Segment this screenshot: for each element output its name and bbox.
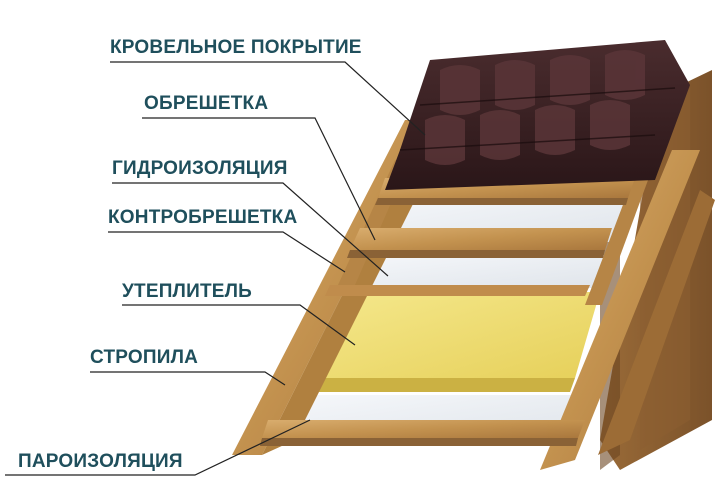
roof-tiles (385, 40, 690, 190)
label-vapor-barrier: ПАРОИЗОЛЯЦИЯ (18, 451, 183, 472)
leader-battens (142, 117, 376, 241)
leader-insulation (122, 304, 356, 346)
insulation-layer (312, 292, 600, 392)
label-rafters: СТРОПИЛА (90, 347, 199, 368)
leader-counter-battens (108, 231, 346, 273)
leader-rafters (90, 371, 286, 386)
label-waterproofing: ГИДРОИЗОЛЯЦИЯ (112, 158, 288, 179)
label-battens: ОБРЕШЕТКА (144, 93, 269, 114)
leader-waterproofing (112, 182, 389, 277)
leader-roofing (110, 61, 426, 136)
leader-lines (5, 61, 426, 476)
label-roofing: КРОВЕЛЬНОЕ ПОКРЫТИЕ (110, 37, 362, 58)
label-counter-battens: КОНТРОБРЕШЕТКА (108, 207, 298, 228)
leader-vapor-barrier (5, 419, 311, 476)
label-insulation: УТЕПЛИТЕЛЬ (122, 281, 253, 302)
